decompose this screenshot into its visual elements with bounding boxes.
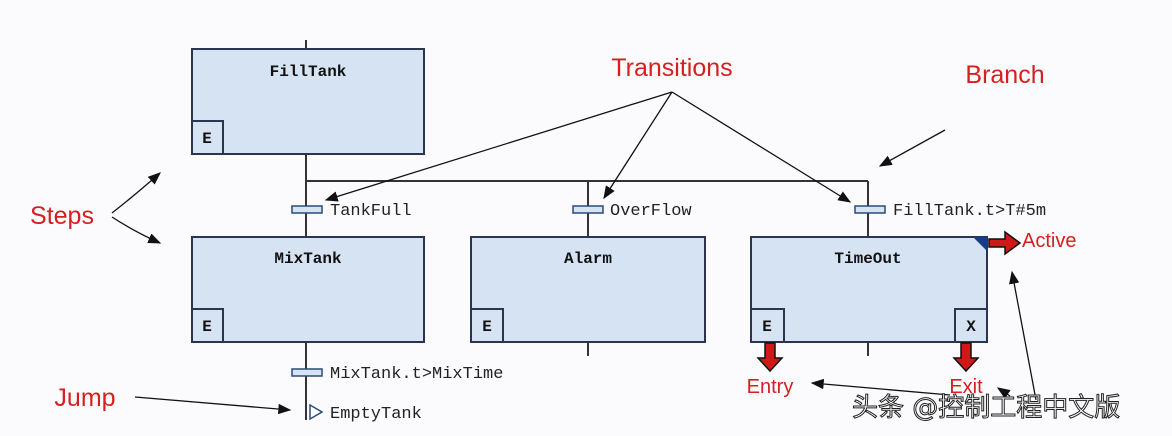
svg-text:E: E [762,318,772,336]
watermark: 头条 @控制工程中文版 [852,393,1120,423]
callout-branch: Branch [965,61,1044,89]
jump-arrow-icon [309,403,324,421]
callout-entry: Entry [747,376,794,398]
callout-arrow [1009,270,1037,401]
callout-arrow [134,396,292,415]
step-alarm[interactable]: Alarm E [470,236,706,343]
transition-filltank-time[interactable]: FillTank.t>T#5m [854,202,1046,221]
svg-text:MixTank: MixTank [274,250,342,268]
callout-arrow [878,129,946,167]
svg-text:E: E [482,318,492,336]
transition-tankfull[interactable]: TankFull [291,202,412,221]
callout-active: Active [1022,230,1076,252]
step-filltank[interactable]: FillTank E [191,48,425,155]
entry-action-box[interactable] [750,308,785,343]
exit-action-box[interactable] [954,308,988,343]
svg-text:FillTank: FillTank [270,63,347,81]
jump-emptytank[interactable]: EmptyTank [309,403,422,424]
entry-action-box[interactable] [191,120,224,155]
callout-arrow [324,91,673,202]
callout-arrow [111,172,161,214]
svg-text:E: E [202,130,212,148]
callout-exit: Exit [949,376,983,398]
svg-text:X: X [966,318,976,336]
callout-arrow [603,91,673,200]
callout-transitions: Transitions [611,54,732,82]
transition-overflow[interactable]: OverFlow [572,202,692,221]
callout-arrow [996,387,1011,399]
callout-arrow [810,378,951,396]
transition-mixtank-time[interactable]: MixTank.t>MixTime [291,365,503,384]
step-timeout[interactable]: TimeOut E X [750,236,988,343]
callout-jump: Jump [54,384,115,412]
active-indicator [973,237,987,251]
entry-action-box[interactable] [470,308,504,343]
svg-text:TimeOut: TimeOut [834,250,901,268]
callout-arrow [111,216,162,244]
svg-text:TankFull: TankFull [330,202,412,221]
svg-text:FillTank.t>T#5m: FillTank.t>T#5m [893,202,1046,221]
entry-block-arrow-icon [756,342,784,373]
svg-text:Alarm: Alarm [564,250,612,268]
exit-block-arrow-icon [952,342,980,373]
svg-text:MixTank.t>MixTime: MixTank.t>MixTime [330,365,503,384]
active-block-arrow-icon [988,230,1022,256]
svg-text:EmptyTank: EmptyTank [330,405,422,424]
callout-steps: Steps [30,202,94,230]
entry-action-box[interactable] [191,308,224,343]
svg-text:OverFlow: OverFlow [610,202,692,221]
svg-text:E: E [202,318,212,336]
callout-arrow [671,91,852,203]
step-mixtank[interactable]: MixTank E [191,236,425,343]
